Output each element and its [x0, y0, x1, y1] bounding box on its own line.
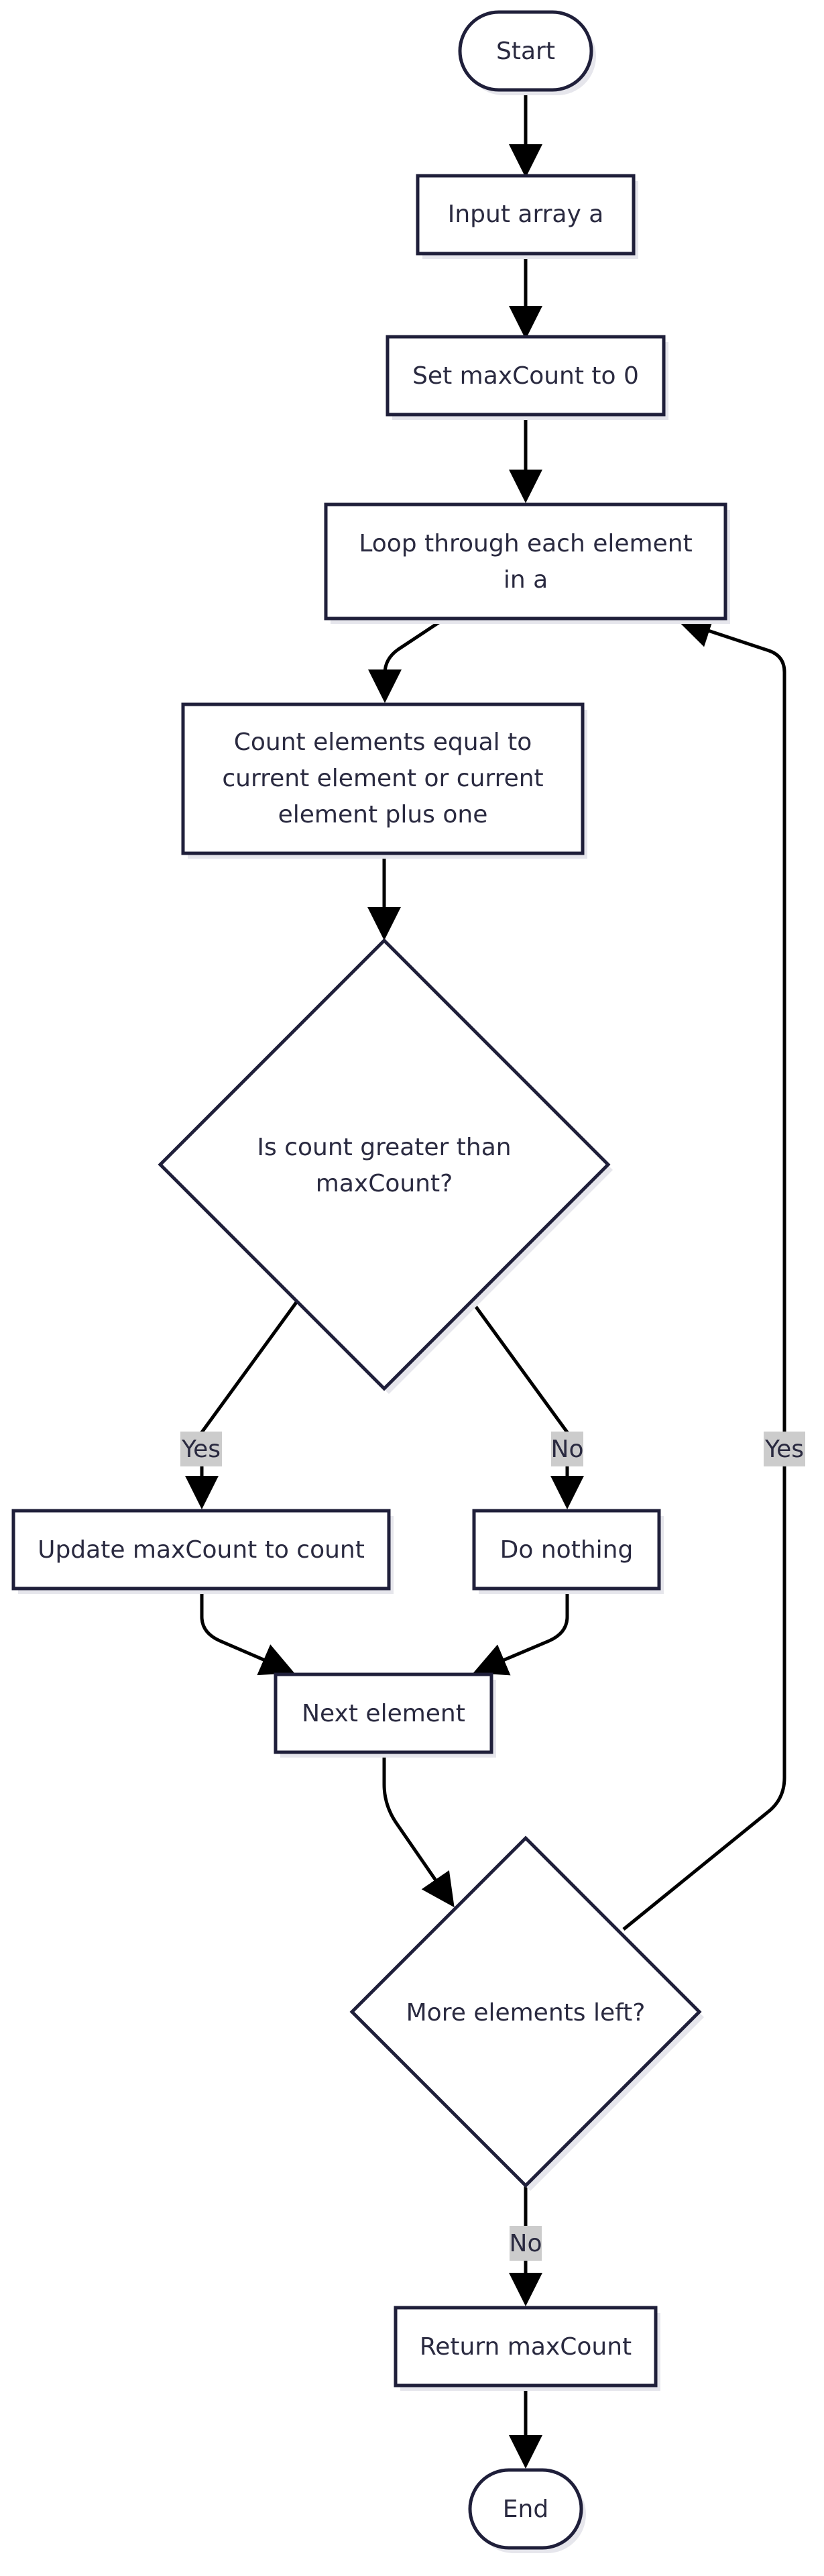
node-loop-label-line1: Loop through each element [359, 530, 692, 557]
node-update: Update maxCount to count [11, 1509, 394, 1594]
node-nothing: Do nothing [472, 1509, 664, 1594]
node-start: Start [458, 10, 596, 95]
node-decision-count-label-line2: maxCount? [316, 1170, 453, 1197]
node-decision-more-label: More elements left? [406, 1999, 646, 2027]
edge-label-yes-loop: Yes [764, 1432, 805, 1466]
edge-label-no-nothing: No [551, 1432, 584, 1466]
node-end: End [468, 2468, 586, 2553]
node-input: Input array a [416, 174, 638, 259]
node-next: Next element [274, 1672, 496, 1758]
node-return-label: Return maxCount [420, 2333, 632, 2361]
edge-next-to-more [382, 1752, 455, 1908]
edge-label-text: Yes [764, 1436, 804, 1463]
node-decision-count: Is count greater than maxCount? [158, 938, 613, 1394]
node-input-label: Input array a [448, 201, 604, 228]
nodes: Start Input array a Set maxCount to 0 Lo… [11, 10, 730, 2553]
edge-nothing-to-next [473, 1588, 569, 1676]
node-decision-more: More elements left? [349, 1835, 704, 2191]
node-loop-label-line2: in a [504, 566, 548, 594]
edge-label-no-return: No [510, 2226, 542, 2261]
node-update-label: Update maxCount to count [38, 1536, 365, 1564]
node-count-label-line2: current element or current [222, 765, 543, 792]
node-set-max-label: Set maxCount to 0 [412, 362, 639, 390]
edge-decision-to-update [185, 1300, 299, 1509]
edge-label-text: No [551, 1436, 584, 1463]
node-decision-count-label-line1: Is count greater than [257, 1134, 511, 1161]
node-count-label-line1: Count elements equal to [234, 729, 532, 756]
edge-loop-to-count [368, 617, 445, 703]
node-count: Count elements equal to current element … [181, 702, 587, 859]
edge-decision-to-nothing [470, 1300, 584, 1509]
edge-labels: Yes No Yes No [180, 1432, 805, 2261]
node-count-label-line3: element plus one [278, 801, 488, 828]
edge-label-text: Yes [181, 1436, 221, 1463]
edge-label-yes-update: Yes [180, 1432, 222, 1466]
edge-update-to-next [200, 1588, 295, 1676]
edge-more-to-loop [622, 614, 786, 1931]
node-loop: Loop through each element in a [324, 502, 730, 624]
node-end-label: End [503, 2496, 548, 2523]
node-set-max: Set maxCount to 0 [386, 335, 668, 420]
node-return: Return maxCount [394, 2306, 660, 2391]
node-start-label: Start [496, 38, 555, 65]
node-next-label: Next element [302, 1700, 465, 1727]
edge-label-text: No [510, 2230, 542, 2257]
node-nothing-label: Do nothing [500, 1536, 634, 1564]
